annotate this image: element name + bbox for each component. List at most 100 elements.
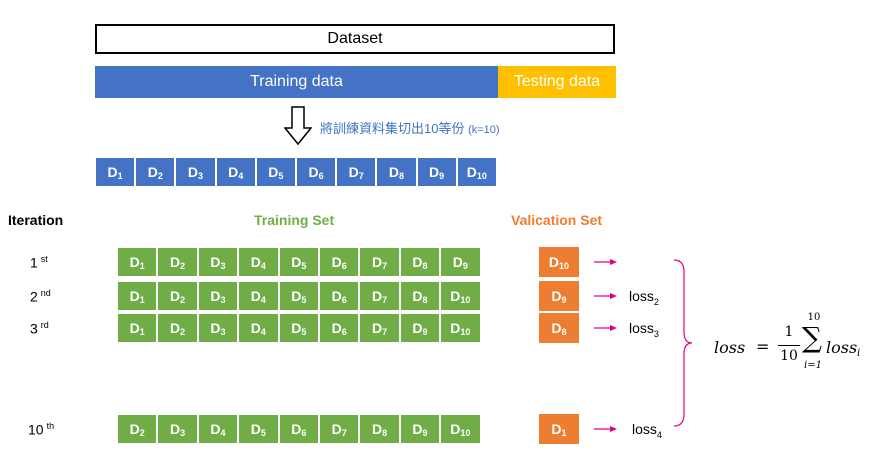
formula-numerator: 1 xyxy=(784,324,794,340)
fold-index: 6 xyxy=(341,261,347,271)
fold-letter: D xyxy=(250,421,261,437)
fold-letter: D xyxy=(107,164,118,180)
fold-letter: D xyxy=(129,254,140,270)
fold-letter: D xyxy=(551,421,562,437)
fold-letter: D xyxy=(388,164,399,180)
iteration-suffix: st xyxy=(40,254,48,264)
iteration-suffix: nd xyxy=(40,288,51,298)
down-arrow-icon xyxy=(284,106,312,146)
fold-letter: D xyxy=(250,320,261,336)
fold-index: 2 xyxy=(180,327,186,337)
dataset-bar: Dataset xyxy=(95,24,615,54)
fold-index: 3 xyxy=(220,327,226,337)
fold-index: 3 xyxy=(220,261,226,271)
fold-index: 6 xyxy=(318,171,324,181)
fold-letter: D xyxy=(250,254,261,270)
fold-letter: D xyxy=(466,164,477,180)
loss-label: loss2 xyxy=(629,288,659,307)
training-data-label: Training data xyxy=(250,73,343,90)
fold-letter: D xyxy=(371,320,383,336)
fold-index: 4 xyxy=(220,428,226,438)
iteration-number: 1 xyxy=(30,254,38,271)
loss-label: loss3 xyxy=(629,320,659,339)
fold-letter: D xyxy=(291,254,302,270)
fold-index: 3 xyxy=(198,171,204,181)
fold-index: 10 xyxy=(460,295,471,305)
iteration-number: 10 xyxy=(28,421,44,438)
arrow-right-icon xyxy=(594,259,617,265)
fold-index: 1 xyxy=(139,295,145,305)
fold-letter: D xyxy=(452,254,463,270)
fold-letter: D xyxy=(129,320,140,336)
formula-term-sub: i xyxy=(857,348,861,359)
loss-word: loss xyxy=(632,421,657,437)
fold-index: 6 xyxy=(341,327,347,337)
testing-data-bar: Testing data xyxy=(498,66,616,98)
loss-label: loss4 xyxy=(632,421,662,440)
formula-term: loss xyxy=(826,338,858,357)
fold-letter: D xyxy=(450,421,461,437)
iteration-suffix: th xyxy=(46,421,55,431)
fold-letter: D xyxy=(551,320,562,336)
fold-index: 2 xyxy=(180,261,186,271)
fold-letter: D xyxy=(371,254,383,270)
fold-index: 3 xyxy=(220,295,226,305)
loss-word: loss xyxy=(629,288,654,304)
fold-index: 9 xyxy=(439,171,445,181)
loss-formula: loss = 1 10 10 ∑ i=1 loss i xyxy=(714,312,864,380)
fold-index: 2 xyxy=(180,295,186,305)
fold-index: 7 xyxy=(382,327,388,337)
fold-index: 9 xyxy=(462,261,468,271)
fold-index: 5 xyxy=(278,171,284,181)
fold-letter: D xyxy=(331,320,342,336)
fold-letter: D xyxy=(170,288,181,304)
fold-letter: D xyxy=(551,288,562,304)
loss-word: loss xyxy=(629,320,654,336)
fold-index: 2 xyxy=(139,428,145,438)
fold-index: 1 xyxy=(139,327,145,337)
fold-index: 2 xyxy=(157,171,163,181)
fold-index: 7 xyxy=(358,171,364,181)
iteration-suffix: rd xyxy=(40,320,49,330)
fold-index: 4 xyxy=(238,171,244,181)
training-data-bar: Training data xyxy=(95,66,498,98)
fold-index: 10 xyxy=(460,428,471,438)
formula-lhs: loss xyxy=(714,338,746,357)
fold-index: 5 xyxy=(301,327,307,337)
bracket-icon xyxy=(673,259,693,427)
iteration-number: 2 xyxy=(30,288,38,305)
sigma-icon: ∑ xyxy=(802,321,822,354)
validation-set-header: Valication Set xyxy=(511,212,603,228)
